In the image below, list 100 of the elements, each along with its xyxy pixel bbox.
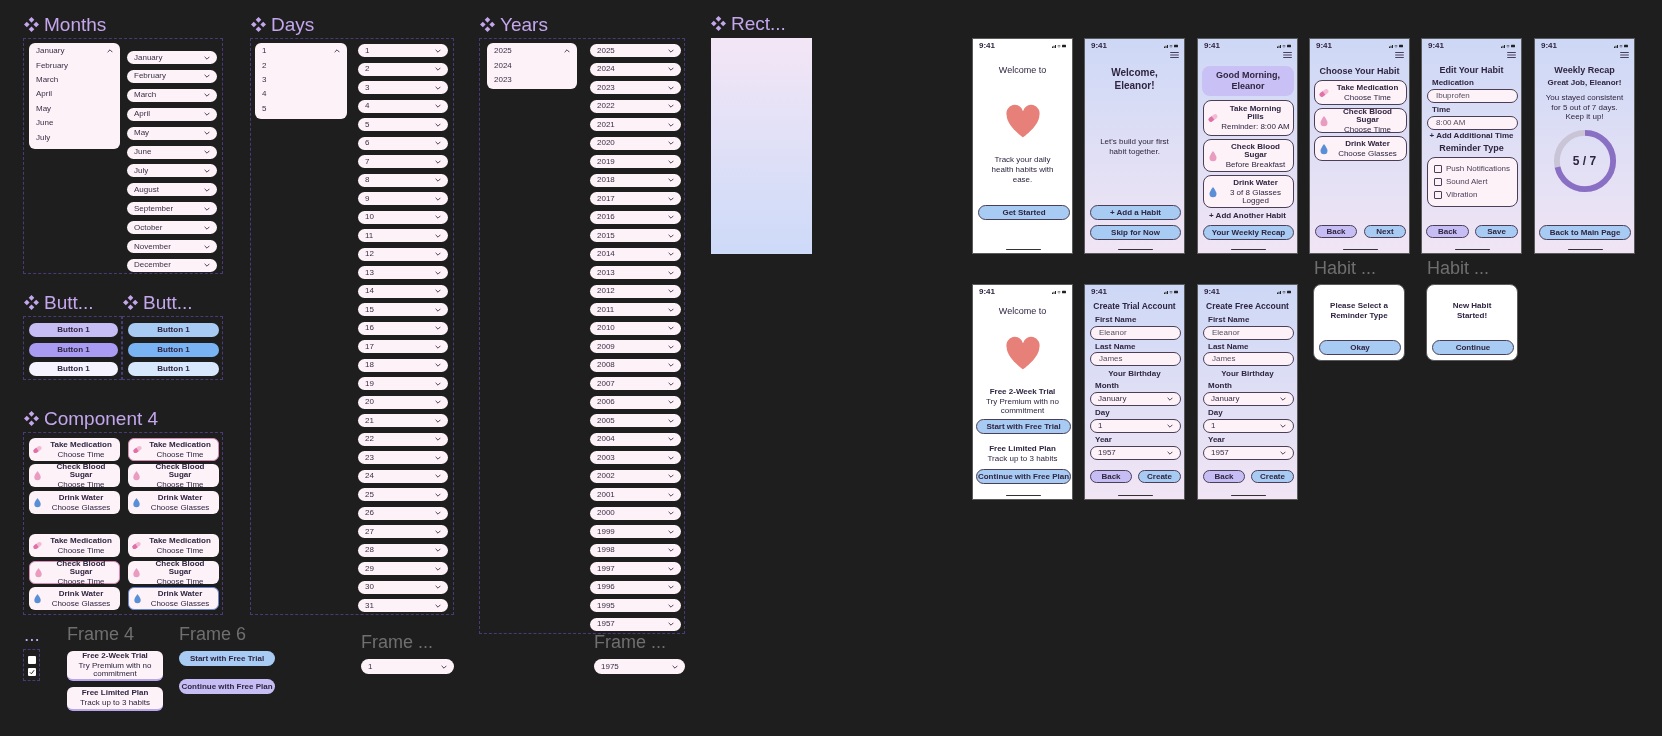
- dropdown-select: 1997: [590, 562, 681, 575]
- dropdown-select: 2: [358, 62, 448, 76]
- dropdown-select: November: [127, 240, 217, 253]
- dropdown-select: January: [1203, 392, 1294, 406]
- dropdown-select: 1957: [590, 617, 681, 631]
- dropdown-option: 5: [262, 104, 267, 113]
- button: Your Weekly Recap: [1203, 225, 1294, 240]
- button: Continue: [1432, 340, 1514, 355]
- habit-card: [128, 438, 219, 461]
- card-title: Drink Water: [1233, 178, 1278, 187]
- button: Get Started: [978, 205, 1070, 220]
- dropdown-select: 3: [358, 81, 448, 94]
- input-field: James: [1090, 352, 1181, 366]
- button: Button 1: [128, 323, 219, 337]
- phone-screen: [1084, 284, 1185, 500]
- dropdown-select: April: [127, 107, 217, 121]
- button: Okay: [1319, 340, 1401, 355]
- dropdown-option: June: [36, 119, 54, 128]
- dropdown-select: January: [1090, 392, 1181, 406]
- frame-title: Butt...: [44, 293, 94, 312]
- habit-card: [1314, 108, 1407, 133]
- dropdown-option: February: [36, 61, 68, 70]
- plan-subtitle: Track up to 3 habits: [986, 455, 1059, 463]
- dropdown-select: 2024: [590, 62, 681, 76]
- field-label: First Name: [1095, 316, 1137, 324]
- phone-screen: [1534, 38, 1635, 254]
- button: Create: [1138, 470, 1181, 483]
- dropdown-option: 2023: [494, 75, 512, 84]
- dropdown-select: 15: [358, 303, 448, 316]
- field-label: Year: [1208, 436, 1225, 444]
- dropdown-select: 29: [358, 562, 448, 575]
- dropdown-select: 1996: [590, 580, 681, 594]
- link-text: + Add Another Habit: [1208, 212, 1287, 220]
- card-subtitle: Choose Time: [156, 450, 204, 459]
- status-time: 9:41: [1091, 288, 1107, 296]
- input-field: James: [1203, 352, 1294, 366]
- dropdown-select: 2006: [590, 395, 681, 409]
- frame-title: Habit ...: [1427, 259, 1490, 277]
- dropdown-select: 1: [1090, 419, 1181, 433]
- dropdown-select: 7: [358, 155, 448, 168]
- dropdown-select: 1998: [590, 543, 681, 557]
- dropdown-select: 2005: [590, 414, 681, 427]
- status-time: 9:41: [1204, 42, 1220, 50]
- plan-card: [67, 687, 163, 711]
- dropdown-select: 11: [358, 229, 448, 242]
- button: Back: [1090, 470, 1132, 483]
- subtitle: Great Job, Eleanor!: [1546, 79, 1623, 87]
- dropdown-select: 26: [358, 506, 448, 520]
- frame-title: Frame 4: [67, 625, 135, 643]
- section-title: Reminder Type: [1438, 144, 1505, 153]
- plan-title: Free 2-Week Trial: [988, 388, 1057, 396]
- habit-card: [1203, 139, 1294, 172]
- dropdown-select: 2007: [590, 377, 681, 390]
- dropdown-select: 2022: [590, 99, 681, 113]
- dropdown-select: 9: [358, 192, 448, 205]
- dropdown-select: 2008: [590, 358, 681, 372]
- habit-card: [128, 464, 219, 487]
- dropdown-menu: [29, 43, 120, 149]
- field-label: Time: [1432, 106, 1451, 114]
- card-title: Drink Water: [157, 589, 203, 598]
- field-label: Day: [1095, 409, 1110, 417]
- dropdown-select: 14: [358, 284, 448, 298]
- input-field: Eleanor: [1090, 326, 1181, 340]
- dropdown-select: 2004: [590, 432, 681, 446]
- dropdown-option: 2025: [494, 47, 512, 56]
- phone-screen: [972, 38, 1073, 254]
- card-title: Drink Water: [1345, 139, 1390, 148]
- frame-title: Habit ...: [1314, 259, 1377, 277]
- input-field: Eleanor: [1203, 326, 1294, 340]
- habit-card: [29, 464, 120, 487]
- status-time: 9:41: [1091, 42, 1107, 50]
- card-title: Drink Water: [58, 493, 104, 502]
- body-text: Let's build your first habit together.: [1099, 137, 1170, 157]
- phone-screen: [1197, 284, 1298, 500]
- button: Start with Free Trial: [179, 651, 275, 666]
- card-title: Check Blood Sugar: [55, 462, 107, 479]
- dropdown-select: 18: [358, 358, 448, 372]
- dropdown-select: 8: [358, 173, 448, 187]
- dropdown-select: 2014: [590, 247, 681, 261]
- dropdown-select: 1999: [590, 525, 681, 538]
- greeting-banner: Good Morning, Eleanor: [1202, 66, 1294, 96]
- welcome-text: Welcome to: [997, 66, 1048, 75]
- dropdown-select: 2016: [590, 210, 681, 224]
- dropdown-select: July: [127, 164, 217, 178]
- dropdown-option: July: [36, 133, 51, 142]
- dropdown-select: 2010: [590, 321, 681, 335]
- card-subtitle: Choose Glasses: [51, 503, 111, 512]
- card-title: Check Blood Sugar: [55, 559, 107, 576]
- phone-screen: [1197, 38, 1298, 254]
- button: Create: [1251, 470, 1294, 483]
- dropdown-select: 2017: [590, 192, 681, 205]
- dropdown-select: 2025: [590, 44, 681, 57]
- button: Button 1: [29, 323, 118, 337]
- dropdown-select: 2002: [590, 469, 681, 483]
- dialog-message: New Habit Started!: [1451, 301, 1493, 321]
- card-subtitle: Choose Glasses: [1338, 149, 1397, 158]
- phone-screen: [1309, 38, 1410, 254]
- dropdown-select: December: [127, 258, 217, 272]
- dropdown-select: 28: [358, 543, 448, 557]
- dropdown-select: 2013: [590, 266, 681, 279]
